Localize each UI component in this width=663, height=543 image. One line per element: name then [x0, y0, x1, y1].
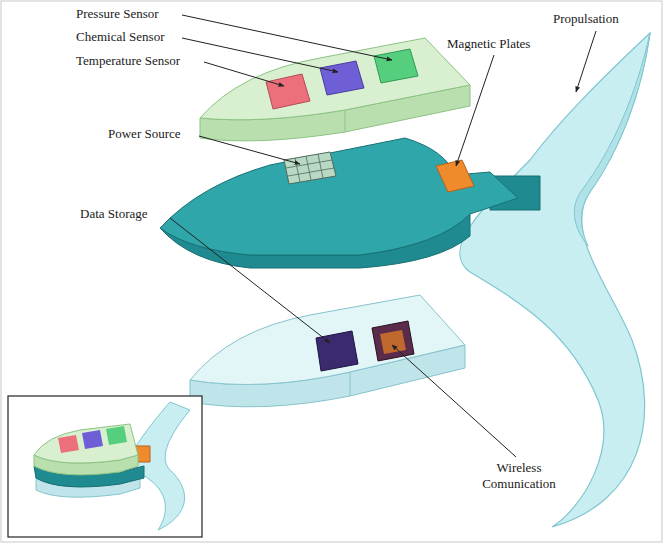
chemical-sensor	[320, 61, 364, 95]
propulsion-fin	[460, 33, 650, 527]
part-label: Wireless Comunication	[470, 460, 568, 492]
part-label: Chemical Sensor	[76, 29, 164, 45]
leader-line	[392, 345, 516, 457]
power-source-cell	[284, 152, 336, 184]
leader-line	[456, 55, 494, 166]
fin-edge	[574, 33, 650, 246]
leader-line	[199, 136, 300, 164]
part-label: Power Source	[108, 126, 181, 142]
temperature-sensor	[266, 74, 310, 109]
leader-line	[576, 31, 596, 92]
part-label: Pressure Sensor	[76, 6, 159, 22]
part-label: Data Storage	[80, 206, 148, 222]
part-label: Temperature Sensor	[76, 53, 180, 69]
leader-line	[182, 38, 338, 72]
leader-line	[170, 218, 330, 343]
plate-seam	[350, 372, 351, 396]
leader-line	[182, 15, 392, 60]
inset-frame	[8, 396, 202, 537]
leader-lines	[170, 15, 596, 457]
magnetic-plate	[436, 160, 474, 192]
assembled-fish	[34, 402, 190, 530]
body-top	[160, 138, 518, 255]
pressure-sensor	[374, 49, 418, 83]
wireless-module	[372, 321, 414, 361]
plate-seam	[345, 110, 346, 132]
storage-plate-top	[190, 295, 465, 385]
leader-line	[204, 62, 284, 86]
part-label: Propulsation	[553, 11, 619, 27]
part-label: Magnetic Plates	[447, 36, 530, 52]
wireless-antenna	[380, 330, 406, 354]
